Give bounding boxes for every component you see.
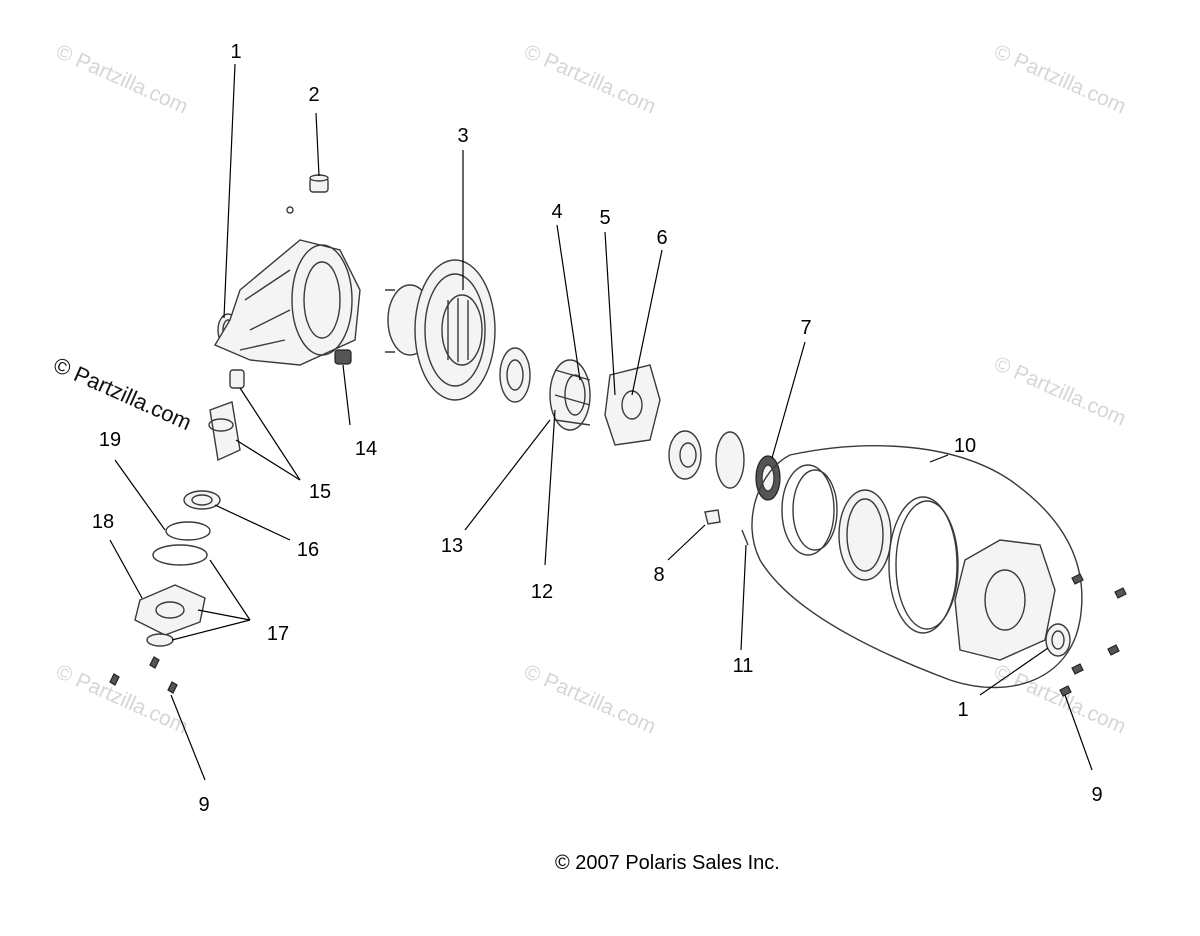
output-hub <box>668 430 702 480</box>
callout-10: 10 <box>953 435 977 457</box>
callout-2: 2 <box>308 84 320 106</box>
callout-1: 1 <box>230 41 242 63</box>
callout-12: 12 <box>530 581 554 603</box>
ring-gear-part-3 <box>414 259 496 401</box>
roll-cage-part-4 <box>549 359 591 431</box>
seal-part-1-right <box>1045 623 1071 657</box>
copyright-notice: © 2007 Polaris Sales Inc. <box>555 852 780 874</box>
clip-part-8 <box>704 509 721 525</box>
callout-16: 16 <box>296 539 320 561</box>
callout-14: 14 <box>354 438 378 460</box>
callout-18: 18 <box>91 511 115 533</box>
bolts-right <box>1059 573 1127 697</box>
armature-plate-part-6 <box>604 364 661 446</box>
cover-kit-part-10 <box>751 445 1083 689</box>
callout-13: 13 <box>440 535 464 557</box>
callout-7: 7 <box>800 317 812 339</box>
callout-15: 15 <box>308 481 332 503</box>
bolts-left <box>109 656 178 694</box>
callout-11: 11 <box>732 655 754 677</box>
callout-9-right: 9 <box>1091 784 1103 806</box>
pin-part-11 <box>741 529 749 546</box>
callout-19: 19 <box>98 429 122 451</box>
gearcase-housing <box>213 206 361 366</box>
callout-17: 17 <box>266 623 290 645</box>
callout-4: 4 <box>551 201 563 223</box>
callout-6: 6 <box>656 227 668 249</box>
plug-part-2 <box>309 174 329 193</box>
callout-8: 8 <box>653 564 665 586</box>
bearing-right <box>715 431 745 489</box>
o-rings-part-17 <box>152 521 211 566</box>
leader-lines <box>109 63 1093 781</box>
bearing <box>499 347 531 403</box>
pinion-shaft-part-15 <box>183 369 245 510</box>
callout-3: 3 <box>457 125 469 147</box>
nut-part-14 <box>334 349 352 365</box>
callout-5: 5 <box>599 207 611 229</box>
cover-part-18 <box>134 584 206 647</box>
seal-part-7 <box>755 455 781 501</box>
callout-9-left: 9 <box>198 794 210 816</box>
callout-1-right: 1 <box>957 699 969 721</box>
